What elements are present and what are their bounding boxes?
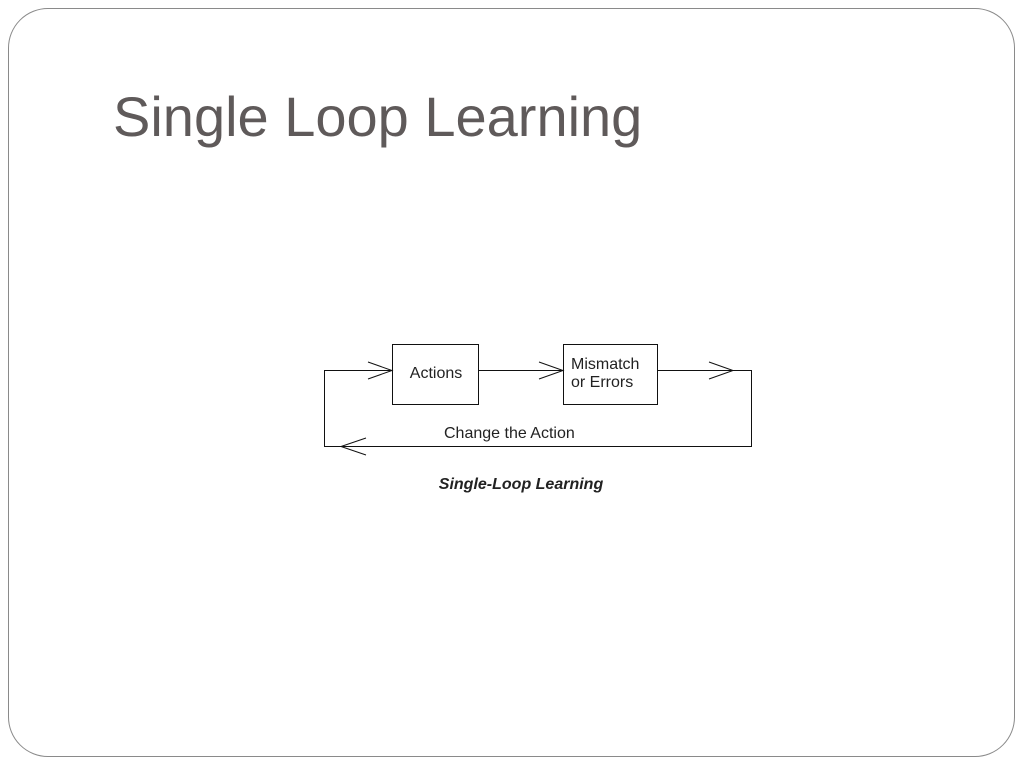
slide-frame <box>8 8 1015 757</box>
arrowhead-left <box>339 437 367 456</box>
loop-line <box>324 370 752 447</box>
mismatch-box <box>563 344 658 405</box>
slide-title: Single Loop Learning <box>113 85 643 148</box>
arrowhead-to-mismatch <box>538 361 565 380</box>
arrowhead-right <box>708 361 735 380</box>
diagram-caption: Single-Loop Learning <box>439 476 604 493</box>
arrowhead-to-actions <box>367 361 394 380</box>
actions-label: Actions <box>410 365 462 382</box>
mismatch-label-line1: Mismatch <box>571 356 639 373</box>
feedback-label: Change the Action <box>444 425 575 442</box>
mismatch-label-line2: or Errors <box>571 374 633 391</box>
actions-box <box>392 344 479 405</box>
